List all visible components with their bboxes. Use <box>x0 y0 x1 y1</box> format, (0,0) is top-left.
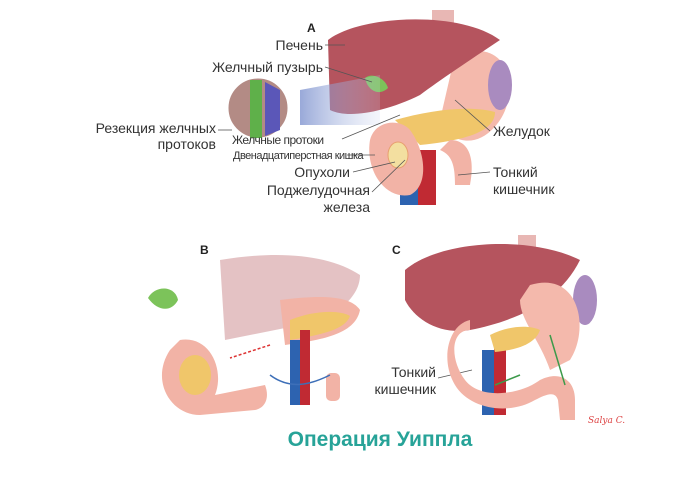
label-small-intestine-2: кишечник <box>493 181 555 197</box>
label-bile-ducts: Желчные протоки <box>232 133 324 147</box>
small-intestine-c <box>447 320 575 420</box>
zoom-beam <box>300 75 380 125</box>
vessel-zoom <box>265 82 280 136</box>
label-stomach: Желудок <box>493 123 550 139</box>
label-duodenum: Двенадцатиперстная кишка <box>233 150 364 162</box>
intestine-end-b <box>326 373 340 401</box>
label-tumors: Опухоли <box>294 164 350 180</box>
label-c-small-intestine-2: кишечник <box>374 381 436 397</box>
label-liver: Печень <box>275 37 324 53</box>
liver-c <box>405 243 580 331</box>
label-small-intestine-1: Тонкий <box>493 164 538 180</box>
panel-a-label: A <box>307 21 316 35</box>
panel-a-drawing <box>227 10 512 205</box>
panel-c-drawing <box>405 235 597 420</box>
leader-lines <box>218 44 491 379</box>
spleen-c <box>573 275 597 325</box>
tumor <box>387 141 409 169</box>
resected-pancreas-head <box>179 355 211 395</box>
vein-b <box>290 340 300 405</box>
artist-signature: Salya C. <box>588 416 626 426</box>
artery-b <box>300 330 310 405</box>
bile-duct-zoom <box>250 80 262 138</box>
reconnect-arrow <box>269 374 331 386</box>
page-title: Операция Уиппла <box>287 428 473 451</box>
label-pancreas-1: Поджелудочная <box>266 182 370 198</box>
pancreas <box>395 108 495 145</box>
resected-duodenum <box>161 339 267 415</box>
panel-b-drawing <box>148 255 360 415</box>
label-resection-1: Резекция желчных <box>95 120 216 136</box>
label-resection-2: протоков <box>157 136 216 152</box>
flow-arrow <box>494 374 521 386</box>
removal-arrow <box>229 344 271 359</box>
flow-arrow <box>549 334 566 386</box>
liver-b <box>220 255 360 340</box>
panel-b-label: B <box>200 243 209 257</box>
panel-c-label: C <box>392 243 401 257</box>
gallbladder-b <box>148 288 178 309</box>
label-gallbladder: Желчный пузырь <box>212 59 323 75</box>
label-c-small-intestine-1: Тонкий <box>391 364 436 380</box>
label-pancreas-2: железа <box>323 199 370 215</box>
pancreas-c <box>490 326 540 352</box>
spleen <box>488 60 512 110</box>
small-intestine <box>440 140 472 185</box>
stomach-c <box>520 282 580 370</box>
